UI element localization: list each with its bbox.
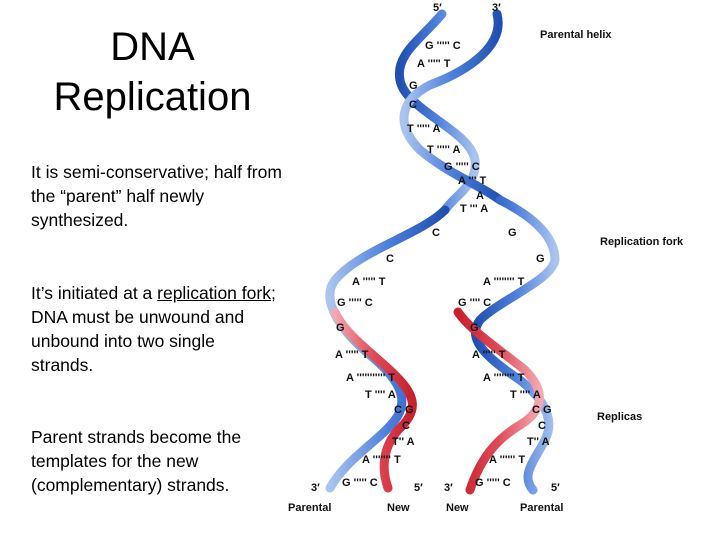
helix-pair: T ''''' A (427, 144, 461, 156)
para2-prefix: It’s initiated at a (31, 283, 158, 303)
fork-base-c: C (386, 253, 394, 265)
left-replica-pair: A ''''' T (352, 276, 386, 288)
helix-base: G (409, 80, 418, 92)
helix-pair: A ''''' T (417, 58, 451, 70)
left-replica-pair: T'' A (392, 436, 415, 448)
helix-base: C (432, 227, 440, 239)
helix-base: C (409, 99, 417, 111)
left-5-prime: 5′ (414, 482, 423, 494)
right-5-prime: 5′ (551, 482, 560, 494)
left-replica-pair: G ''''' C (342, 477, 378, 489)
title-line-2: Replication (53, 75, 252, 119)
right-replica-pair: C G (532, 404, 552, 416)
label-bottom-parental-right: Parental (520, 502, 563, 514)
right-parental-strand (471, 195, 560, 495)
right-replica-base: C (538, 420, 546, 432)
right-replica-pair: A '''''' T (489, 454, 525, 466)
right-replica-pair: G ''''' C (475, 477, 511, 489)
left-3-prime: 3′ (311, 482, 320, 494)
helix-pair: T ''''' A (407, 123, 441, 135)
helix-pair: A ''' T (458, 175, 486, 187)
left-replica-base: C (402, 420, 410, 432)
helix-base: A (476, 190, 484, 202)
right-3-prime: 3′ (444, 482, 453, 494)
right-replica-pair: A '''''''' T (483, 372, 525, 384)
helix-pair: G ''''' C (425, 40, 461, 52)
helix-pair: G ''''' C (444, 161, 480, 173)
right-replica-pair: A ''''' T (472, 349, 506, 361)
label-replication-fork: Replication fork (600, 236, 684, 248)
right-replica-pair: T'' A (527, 436, 550, 448)
left-replica-pair: T '''' A (365, 389, 396, 401)
label-parental-helix: Parental helix (540, 29, 612, 41)
left-replica-pair: A ''''''' T (362, 454, 401, 466)
left-replica-pair: A ''''''''''' T (346, 372, 395, 384)
helix-base: G (508, 227, 517, 239)
right-replica-pair: T '''' A (510, 389, 541, 401)
right-replica-base: G (470, 322, 479, 334)
left-replica-base: G (336, 322, 345, 334)
label-replicas: Replicas (597, 411, 642, 423)
label-bottom-new-right: New (446, 502, 469, 514)
replication-fork-link[interactable]: replication fork (157, 283, 271, 303)
top-5-prime: 5′ (433, 2, 442, 14)
top-3-prime: 3′ (492, 2, 501, 14)
helix-pair: T ''' A (460, 203, 488, 215)
label-bottom-new-left: New (387, 502, 410, 514)
paragraph-semi-conservative: It is semi-conservative; half from the “… (31, 162, 282, 230)
parental-strand-b (399, 9, 505, 205)
right-replica-pair: G '''' C (458, 297, 491, 309)
label-bottom-parental-left: Parental (288, 502, 331, 514)
right-replica-pair: A '''''''' T (483, 276, 525, 288)
paragraph-templates: Parent strands become the templates for … (31, 427, 242, 495)
fork-base-g: G (536, 253, 545, 265)
left-replica-pair: C G (394, 404, 414, 416)
para2-suffix: ; DNA must be unwound and unbound into t… (31, 283, 276, 375)
left-replica-pair: G ''''' C (337, 297, 373, 309)
left-new-strand (330, 307, 417, 493)
paragraph-replication-fork: It’s initiated at a replication fork; DN… (31, 281, 281, 377)
slide-title: DNA Replication (30, 22, 275, 122)
left-replica-pair: A ''''' T (335, 349, 369, 361)
title-line-1: DNA (110, 25, 195, 69)
right-new-strand (453, 307, 544, 495)
